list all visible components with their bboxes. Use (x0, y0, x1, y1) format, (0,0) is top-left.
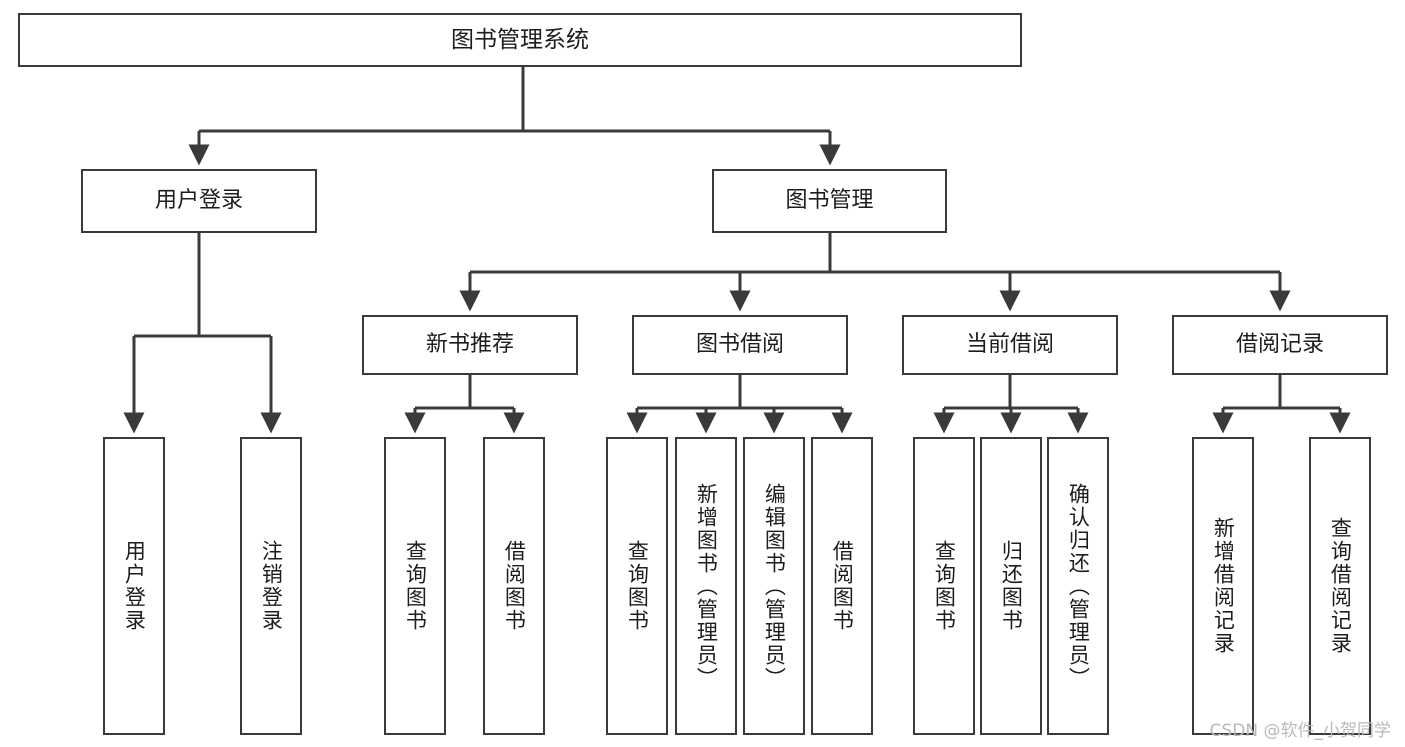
node-user-login-label: 用户登录 (154, 188, 243, 214)
leaf-confirm-return-admin-label: 确认归还（管理员） (1066, 482, 1091, 690)
leaf-query-book-recommend-label: 查询图书 (403, 540, 428, 632)
leaf-logout-label: 注销登录 (259, 540, 284, 632)
leaf-confirm-return-admin[interactable]: 确认归还（管理员） (1047, 437, 1109, 735)
node-user-login[interactable]: 用户登录 (81, 169, 317, 233)
leaf-return-book[interactable]: 归还图书 (980, 437, 1042, 735)
leaf-edit-book-admin-label: 编辑图书（管理员） (762, 482, 787, 690)
leaf-query-book-current-label: 查询图书 (932, 540, 957, 632)
leaf-query-book-borrow[interactable]: 查询图书 (606, 437, 668, 735)
leaf-return-book-label: 归还图书 (999, 540, 1024, 632)
leaf-query-borrow-record[interactable]: 查询借阅记录 (1309, 437, 1371, 735)
leaf-logout[interactable]: 注销登录 (240, 437, 302, 735)
leaf-query-book-current[interactable]: 查询图书 (913, 437, 975, 735)
watermark: CSDN @软件_小贺同学 (1209, 721, 1391, 741)
leaf-add-book-admin[interactable]: 新增图书（管理员） (675, 437, 737, 735)
leaf-borrow-book-label: 借阅图书 (830, 540, 855, 632)
leaf-query-book-borrow-label: 查询图书 (625, 540, 650, 632)
leaf-query-book-recommend[interactable]: 查询图书 (384, 437, 446, 735)
node-new-book-recommend-label: 新书推荐 (425, 332, 514, 358)
node-book-borrow[interactable]: 图书借阅 (632, 315, 848, 375)
node-book-management[interactable]: 图书管理 (712, 169, 947, 233)
node-current-borrow[interactable]: 当前借阅 (902, 315, 1118, 375)
leaf-borrow-book-recommend-label: 借阅图书 (502, 540, 527, 632)
leaf-query-borrow-record-label: 查询借阅记录 (1328, 517, 1353, 655)
leaf-user-login[interactable]: 用户登录 (103, 437, 165, 735)
leaf-user-login-label: 用户登录 (122, 540, 147, 632)
node-borrow-record-label: 借阅记录 (1235, 332, 1324, 358)
node-current-borrow-label: 当前借阅 (965, 332, 1054, 358)
node-book-borrow-label: 图书借阅 (695, 332, 784, 358)
leaf-add-book-admin-label: 新增图书（管理员） (694, 482, 719, 690)
leaf-borrow-book[interactable]: 借阅图书 (811, 437, 873, 735)
leaf-borrow-book-recommend[interactable]: 借阅图书 (483, 437, 545, 735)
leaf-add-borrow-record-label: 新增借阅记录 (1211, 517, 1236, 655)
node-new-book-recommend[interactable]: 新书推荐 (362, 315, 578, 375)
node-root[interactable]: 图书管理系统 (18, 13, 1022, 67)
leaf-edit-book-admin[interactable]: 编辑图书（管理员） (743, 437, 805, 735)
node-borrow-record[interactable]: 借阅记录 (1172, 315, 1388, 375)
node-root-label: 图书管理系统 (451, 26, 589, 53)
node-book-management-label: 图书管理 (785, 188, 874, 214)
leaf-add-borrow-record[interactable]: 新增借阅记录 (1192, 437, 1254, 735)
